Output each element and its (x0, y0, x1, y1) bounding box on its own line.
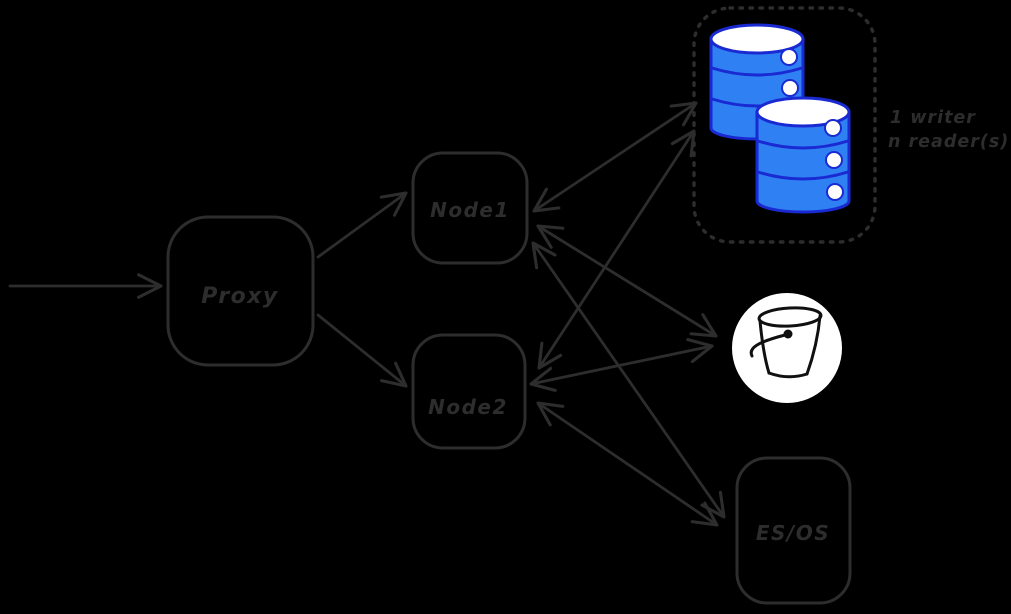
labels-group: Proxy Node1 Node2 ES/OS (201, 198, 830, 545)
edges-group (8, 101, 726, 527)
edge-node2-to-bucket (529, 338, 714, 392)
edge-node2-to-esos (536, 401, 719, 527)
proxy-label: Proxy (201, 284, 279, 309)
edge-proxy-to-node2 (316, 313, 408, 388)
node-boxes-group (166, 6, 877, 605)
bucket-right-side (805, 314, 822, 376)
node1-label: Node1 (430, 198, 510, 222)
edge-node1-to-bucket (536, 224, 718, 338)
database-cylinders-icon (709, 23, 851, 214)
edge-node1-to-esos (531, 241, 726, 519)
database-cylinder-front (755, 96, 851, 214)
node1-box (411, 151, 529, 265)
esos-label: ES/OS (756, 521, 830, 545)
node2-label: Node2 (428, 395, 508, 419)
edge-node1-to-databases (532, 101, 698, 213)
esos-box (735, 456, 852, 605)
bucket-left-side (758, 319, 771, 375)
edge-proxy-to-node1 (316, 191, 408, 259)
db-annotation-line1: 1 writer (890, 108, 976, 128)
bucket-handle (749, 333, 787, 358)
db-annotation: 1 writer n reader(s) (888, 108, 1009, 152)
proxy-box (166, 215, 315, 367)
bucket-handle-knob (783, 329, 793, 339)
bucket-bottom (767, 371, 809, 379)
database-cluster-frame (692, 6, 877, 244)
db-annotation-line2: n reader(s) (888, 132, 1009, 152)
bucket-icon (732, 293, 842, 403)
edge-node2-to-databases (537, 129, 696, 370)
node2-box (411, 333, 527, 450)
